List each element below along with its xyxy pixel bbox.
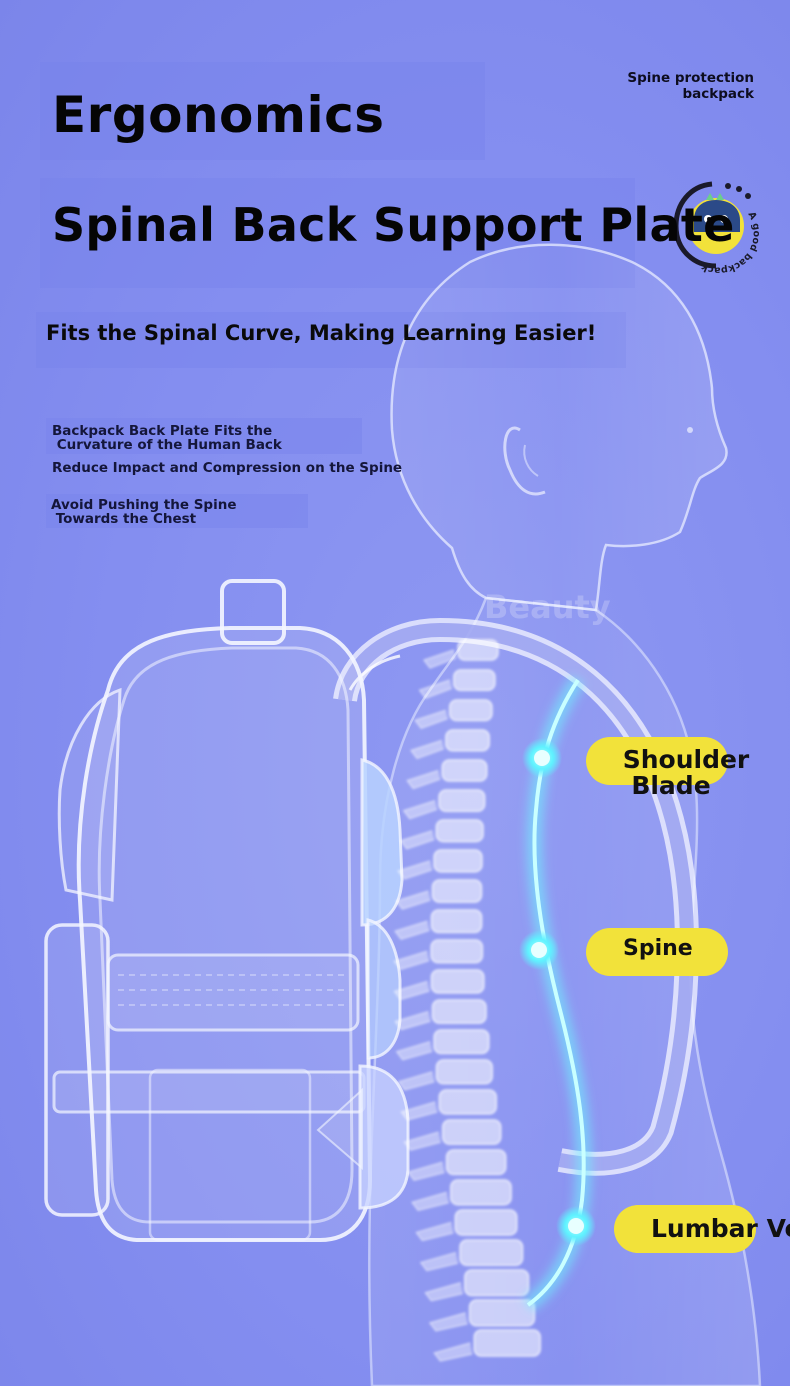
page-subtitle: Fits the Spinal Curve, Making Learning E… <box>46 321 597 345</box>
feature-text: Reduce Impact and Compression on the Spi… <box>52 460 403 476</box>
vertebra <box>435 1059 493 1085</box>
spine-label: Spine <box>623 936 693 961</box>
title-band-1 <box>40 62 485 160</box>
vertebra <box>441 1119 502 1145</box>
vertebra <box>435 819 484 843</box>
shoulder-label-line-2: Blade <box>631 771 711 800</box>
vertebra-process <box>424 1282 463 1302</box>
human-head <box>390 243 728 612</box>
brand-badge-icon: A good backpack <box>673 181 762 276</box>
vertebra-process <box>411 1191 449 1212</box>
feature-text: Backpack Back Plate Fits the <box>52 423 273 439</box>
feature-item: Reduce Impact and Compression on the Spi… <box>52 461 402 475</box>
vertebra-process <box>410 739 445 760</box>
vertebra-process <box>423 649 457 669</box>
vertebra-process <box>407 1161 445 1181</box>
vertebra-process <box>406 769 441 790</box>
vertebra-process <box>418 679 453 699</box>
spine-pill <box>586 928 728 976</box>
page-title: Spinal Back Support Plate <box>52 198 735 252</box>
vertebrae-column <box>393 639 542 1362</box>
vertebra <box>450 1179 512 1206</box>
vertebra <box>438 1089 498 1115</box>
vertebra-process <box>394 920 430 940</box>
shoulder-label-line-1: Shoulder <box>622 745 750 774</box>
vertebra <box>464 1269 530 1297</box>
vertebra <box>468 1299 536 1327</box>
feature-text: Towards the Chest <box>51 511 197 527</box>
vertebra-process <box>399 830 435 850</box>
brand-line-1: Spine protection <box>627 70 754 86</box>
vertebra-process <box>397 860 433 880</box>
vertebra-process <box>393 950 430 971</box>
vertebra <box>430 939 484 964</box>
vertebra-process <box>400 1101 438 1121</box>
vertebra-process <box>414 709 448 729</box>
vertebra-process <box>395 1041 433 1061</box>
brand-line-2: backpack <box>682 86 754 102</box>
vertebra-process <box>415 1221 454 1242</box>
vertebra-process <box>428 1312 468 1332</box>
vertebra <box>445 1149 507 1176</box>
backpack <box>44 579 410 1242</box>
vertebra <box>453 669 496 692</box>
vertebra <box>430 909 483 934</box>
shoulder-strap <box>333 617 699 1176</box>
page-heading: Ergonomics <box>52 86 385 144</box>
vertebra <box>454 1209 518 1236</box>
vertebra <box>431 999 487 1024</box>
lumbar-label: Lumbar Vertebrae <box>651 1214 790 1243</box>
vertebra-process <box>397 1071 435 1091</box>
vertebra <box>433 1029 490 1055</box>
vertebra-process <box>433 1342 473 1362</box>
feature-band-3 <box>46 494 308 528</box>
vertebra-process <box>393 980 430 1001</box>
vertebra <box>448 699 493 722</box>
shoulder-blade-label: Shoulder Blade <box>622 747 750 799</box>
brand-tagline: Spine protection backpack <box>627 70 754 102</box>
vertebra-process <box>402 800 438 820</box>
vertebra <box>473 1329 542 1357</box>
glow-node-lumbar <box>556 1206 596 1246</box>
vertebra <box>433 849 483 873</box>
glow-node-shoulder <box>522 738 562 778</box>
feature-text: Avoid Pushing the Spine <box>51 497 237 513</box>
vertebra <box>430 969 485 994</box>
vertebra-process <box>403 1131 441 1151</box>
glow-node-spine <box>519 930 559 970</box>
vertebra <box>441 759 488 782</box>
vertebra-process <box>419 1252 459 1272</box>
vertebra <box>459 1239 524 1266</box>
vertebra-process <box>394 1010 431 1031</box>
vertebra <box>431 879 483 903</box>
vertebra-process <box>395 890 431 910</box>
shoulder-blade-pill <box>586 737 728 785</box>
lumbar-pill <box>614 1205 756 1253</box>
feature-item: Backpack Back Plate Fits the Curvature o… <box>52 424 282 452</box>
vertebra <box>457 639 499 661</box>
watermark-text: Beauty <box>484 588 611 626</box>
vertebra <box>445 729 490 752</box>
vertebra <box>438 789 486 813</box>
feature-item: Avoid Pushing the Spine Towards the Ches… <box>51 498 237 526</box>
feature-band-1 <box>46 418 362 454</box>
feature-text: Curvature of the Human Back <box>52 437 282 453</box>
